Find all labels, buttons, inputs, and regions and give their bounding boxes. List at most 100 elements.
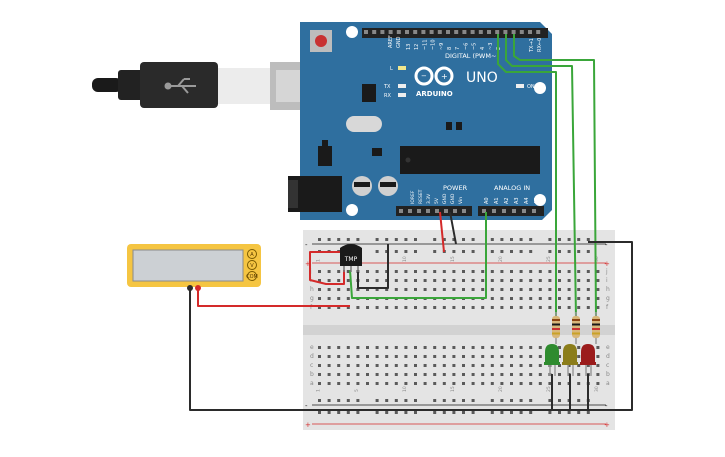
breadboard-hole[interactable]: [404, 399, 408, 402]
breadboard-hole[interactable]: [433, 364, 437, 367]
breadboard-hole[interactable]: [423, 346, 427, 349]
breadboard-hole[interactable]: [577, 382, 581, 385]
wire-multimeter-com[interactable]: [189, 241, 633, 411]
header-pin[interactable]: [405, 30, 409, 34]
breadboard-hole[interactable]: [481, 288, 485, 291]
breadboard-hole[interactable]: [596, 364, 600, 367]
header-pin[interactable]: [380, 30, 385, 34]
breadboard-hole[interactable]: [558, 297, 561, 300]
breadboard-hole[interactable]: [462, 238, 465, 241]
breadboard-hole[interactable]: [433, 279, 437, 282]
breadboard-hole[interactable]: [490, 279, 494, 282]
breadboard-hole[interactable]: [337, 346, 341, 349]
breadboard-hole[interactable]: [462, 270, 465, 273]
breadboard-hole[interactable]: [481, 306, 485, 309]
breadboard-hole[interactable]: [318, 238, 321, 241]
breadboard-hole[interactable]: [538, 288, 542, 291]
breadboard-hole[interactable]: [452, 288, 456, 291]
breadboard-hole[interactable]: [394, 399, 398, 402]
breadboard-hole[interactable]: [385, 399, 389, 402]
breadboard-hole[interactable]: [538, 279, 542, 282]
breadboard-hole[interactable]: [366, 288, 369, 291]
breadboard-hole[interactable]: [318, 306, 321, 309]
breadboard-hole[interactable]: [346, 382, 350, 385]
wire-multimeter-v[interactable]: [197, 288, 350, 307]
header-pin[interactable]: [437, 30, 442, 34]
breadboard-hole[interactable]: [519, 346, 523, 349]
breadboard-hole[interactable]: [318, 373, 321, 376]
breadboard-hole[interactable]: [538, 306, 542, 309]
breadboard-hole[interactable]: [519, 297, 523, 300]
breadboard-hole[interactable]: [356, 238, 360, 241]
breadboard-hole[interactable]: [366, 364, 369, 367]
breadboard-hole[interactable]: [404, 364, 408, 367]
breadboard-hole[interactable]: [385, 270, 389, 273]
breadboard-hole[interactable]: [558, 306, 561, 309]
header-pin[interactable]: [435, 209, 439, 213]
breadboard-hole[interactable]: [471, 399, 475, 402]
header-pin[interactable]: [421, 30, 426, 34]
breadboard-hole[interactable]: [548, 270, 552, 273]
breadboard-hole[interactable]: [442, 306, 446, 309]
header-pin[interactable]: [528, 30, 532, 34]
header-pin[interactable]: [417, 209, 421, 213]
breadboard-hole[interactable]: [481, 346, 485, 349]
breadboard-hole[interactable]: [462, 411, 465, 414]
breadboard-hole[interactable]: [462, 346, 465, 349]
breadboard-hole[interactable]: [356, 373, 360, 376]
breadboard-hole[interactable]: [577, 270, 581, 273]
breadboard-hole[interactable]: [519, 288, 523, 291]
breadboard-hole[interactable]: [586, 411, 590, 414]
breadboard-hole[interactable]: [394, 279, 398, 282]
breadboard-hole[interactable]: [519, 355, 523, 358]
breadboard-hole[interactable]: [519, 250, 523, 253]
header-pin[interactable]: [413, 30, 418, 34]
breadboard-hole[interactable]: [356, 399, 360, 402]
breadboard-hole[interactable]: [510, 297, 513, 300]
header-pin[interactable]: [454, 30, 459, 34]
breadboard-hole[interactable]: [327, 238, 331, 241]
breadboard-hole[interactable]: [385, 288, 389, 291]
breadboard-hole[interactable]: [558, 288, 561, 291]
header-pin[interactable]: [453, 209, 457, 213]
breadboard-hole[interactable]: [394, 382, 398, 385]
breadboard-hole[interactable]: [346, 364, 350, 367]
breadboard-hole[interactable]: [385, 355, 389, 358]
breadboard-hole[interactable]: [423, 373, 427, 376]
breadboard-hole[interactable]: [327, 306, 331, 309]
breadboard-hole[interactable]: [586, 270, 590, 273]
breadboard-hole[interactable]: [500, 364, 504, 367]
breadboard-hole[interactable]: [414, 306, 417, 309]
breadboard-hole[interactable]: [327, 364, 331, 367]
breadboard-hole[interactable]: [510, 364, 513, 367]
header-pin[interactable]: [364, 30, 368, 34]
breadboard-hole[interactable]: [462, 288, 465, 291]
breadboard-hole[interactable]: [414, 373, 417, 376]
breadboard-hole[interactable]: [548, 288, 552, 291]
breadboard-hole[interactable]: [337, 399, 341, 402]
breadboard-hole[interactable]: [462, 250, 465, 253]
breadboard-hole[interactable]: [538, 270, 542, 273]
breadboard-hole[interactable]: [366, 382, 369, 385]
breadboard-hole[interactable]: [394, 355, 398, 358]
breadboard-hole[interactable]: [452, 270, 456, 273]
breadboard-hole[interactable]: [385, 250, 389, 253]
breadboard-hole[interactable]: [529, 238, 533, 241]
breadboard-hole[interactable]: [471, 238, 475, 241]
wire-sensor-gnd[interactable]: [357, 244, 389, 289]
breadboard-hole[interactable]: [404, 288, 408, 291]
breadboard-hole[interactable]: [337, 279, 341, 282]
breadboard-hole[interactable]: [490, 306, 494, 309]
header-pin[interactable]: [502, 209, 506, 213]
breadboard-hole[interactable]: [433, 238, 437, 241]
breadboard-hole[interactable]: [423, 270, 427, 273]
breadboard-hole[interactable]: [318, 382, 321, 385]
breadboard-hole[interactable]: [529, 297, 533, 300]
breadboard-hole[interactable]: [481, 270, 485, 273]
breadboard-hole[interactable]: [510, 270, 513, 273]
breadboard-hole[interactable]: [346, 270, 350, 273]
breadboard-hole[interactable]: [356, 382, 360, 385]
breadboard-hole[interactable]: [346, 399, 350, 402]
breadboard-hole[interactable]: [558, 411, 561, 414]
header-pin[interactable]: [470, 30, 475, 34]
